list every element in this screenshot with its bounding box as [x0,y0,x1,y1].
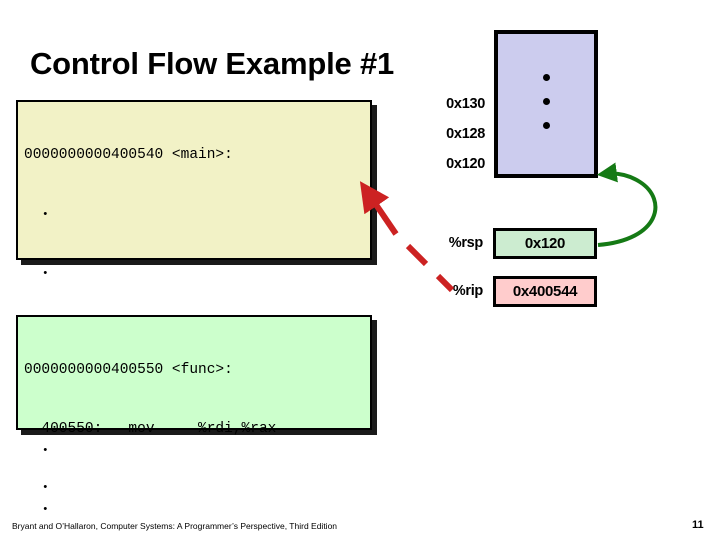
stack-diagram [494,30,598,178]
code-line: 0000000000400550 <func>: [24,362,233,378]
stack-ellipsis-dot [543,74,550,81]
code-line: 0000000000400540 <main>: [24,147,233,163]
stack-address-label: 0x128 [446,126,485,142]
footer-citation: Bryant and O’Hallaron, Computer Systems:… [12,521,338,531]
code-ellipsis-dot [24,205,370,226]
rsp-pointer-arrow [596,162,658,247]
code-block-func: 0000000000400550 <func>: 400550: mov %rd… [16,315,372,437]
code-ellipsis-dot [24,264,370,285]
code-line: 400550: mov %rdi,%rax [24,420,277,437]
register-label-rip: %rip [452,283,484,299]
stack-ellipsis-dot [543,122,550,129]
register-value-rsp: 0x120 [493,228,597,259]
stack-address-label: 0x130 [446,96,485,112]
stack-address-label: 0x120 [446,156,485,172]
register-label-rsp: %rsp [448,235,484,251]
code-ellipsis-dot [24,478,370,499]
page-title: Control Flow Example #1 [30,46,395,81]
stack-ellipsis-dot [543,98,550,105]
register-value-rip: 0x400544 [493,276,597,307]
code-block-main: 0000000000400540 <main>: 400544: callq 4… [16,100,372,399]
page-number: 11 [692,519,704,531]
